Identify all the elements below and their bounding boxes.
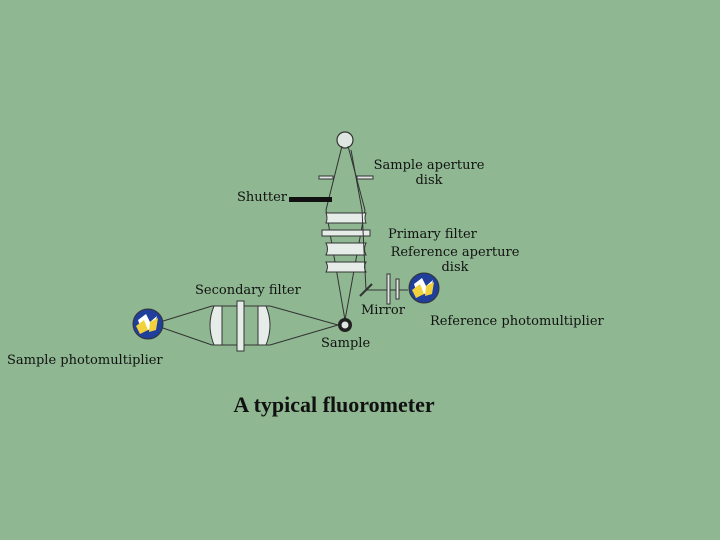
secondary-filter-stack <box>209 300 271 352</box>
reference-aperture-disk <box>386 273 400 305</box>
label-sample: Sample <box>321 336 371 351</box>
emission-beam <box>159 305 339 346</box>
sample-cuvette-icon <box>338 318 352 332</box>
shutter <box>289 197 332 202</box>
label-shutter: Shutter <box>237 190 288 205</box>
mirror <box>359 283 373 297</box>
label-secondary-filter: Secondary filter <box>195 283 301 298</box>
label-reference-aperture-disk: Reference aperture disk <box>388 245 522 275</box>
lamp-icon <box>336 131 354 149</box>
sample-photomultiplier-icon <box>132 308 164 340</box>
label-reference-photomultiplier: Reference photomultiplier <box>430 314 604 329</box>
label-primary-filter: Primary filter <box>388 227 477 242</box>
label-sample-aperture-disk: Sample aperture disk <box>368 158 490 188</box>
sample-aperture-disk <box>318 175 374 180</box>
label-line: Reference aperture <box>390 245 520 260</box>
reference-photomultiplier-icon <box>408 272 440 304</box>
primary-filter-stack <box>321 212 371 273</box>
label-line: Sample aperture <box>373 158 485 173</box>
label-line: disk <box>415 173 443 188</box>
label-sample-photomultiplier: Sample photomultiplier <box>7 353 163 368</box>
label-mirror: Mirror <box>361 303 405 318</box>
diagram-title: A typical fluorometer <box>233 392 435 417</box>
label-line: disk <box>441 260 469 275</box>
